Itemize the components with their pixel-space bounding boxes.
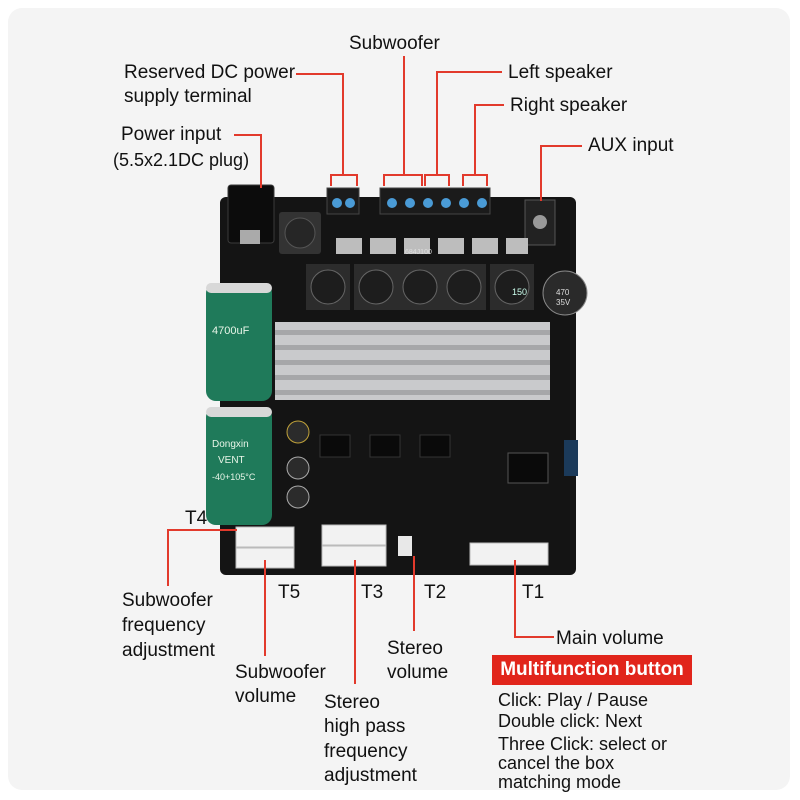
t1-leader xyxy=(514,560,516,637)
label-power-input-1: Power input xyxy=(121,124,222,145)
label-stereo-hp-1: Stereo xyxy=(324,692,380,713)
t4-leader xyxy=(167,529,237,531)
label-stereo-hp-3: frequency xyxy=(324,741,408,762)
label-reserved-dc-2: supply terminal xyxy=(124,86,252,107)
mf-click: Click: Play / Pause xyxy=(498,690,649,710)
inductor-label: 150 xyxy=(512,287,528,297)
cap-temp: -40+105°C xyxy=(212,472,256,482)
resistor-label: 684J100 xyxy=(405,249,432,256)
label-aux-input: AUX input xyxy=(588,135,674,156)
speaker-terminal-block xyxy=(379,187,491,215)
label-power-input-2: (5.5x2.1DC plug) xyxy=(113,150,250,170)
mf-three-click-2: cancel the box xyxy=(498,753,615,773)
mf-three-click-1: Three Click: select or xyxy=(498,734,668,754)
label-subwoofer: Subwoofer xyxy=(349,33,440,54)
subwoofer-leader xyxy=(403,56,405,174)
big-cap-label: 4700uF xyxy=(212,325,250,337)
t3-leader xyxy=(354,560,356,684)
connector-t3 xyxy=(321,524,387,546)
t2-leader xyxy=(413,556,415,631)
inductor-row xyxy=(306,264,534,310)
label-right-speaker: Right speaker xyxy=(510,95,628,116)
left-speaker-leader xyxy=(436,71,502,73)
label-t5: T5 xyxy=(278,582,301,603)
right-speaker-leader xyxy=(474,104,504,106)
small-capacitor xyxy=(542,270,588,316)
cap-vent: VENT xyxy=(218,455,245,466)
mf-three-click-3: matching mode xyxy=(498,772,622,792)
label-sub-freq-2: frequency xyxy=(122,615,206,636)
connector-t1 xyxy=(469,542,549,566)
label-stereo-vol-2: volume xyxy=(387,662,449,683)
resistor-row xyxy=(336,238,528,254)
mf-double-click: Double click: Next xyxy=(498,711,643,731)
cap-brand: Dongxin xyxy=(212,439,249,450)
label-stereo-hp-2: high pass xyxy=(324,716,406,737)
big-capacitor-bottom xyxy=(206,407,272,525)
small-cap-label: 470 xyxy=(556,288,570,297)
label-t1: T1 xyxy=(522,582,545,603)
reserved-dc-leader xyxy=(296,73,344,75)
subwoofer-terminal xyxy=(326,187,360,215)
label-sub-freq-3: adjustment xyxy=(122,640,215,661)
label-t4: T4 xyxy=(185,508,208,529)
label-t3: T3 xyxy=(361,582,384,603)
label-stereo-hp-4: adjustment xyxy=(324,765,417,786)
label-sub-freq-1: Subwoofer xyxy=(122,590,213,611)
heatsink xyxy=(275,322,550,400)
label-main-volume: Main volume xyxy=(556,628,664,649)
label-left-speaker: Left speaker xyxy=(508,62,613,83)
multifunction-button-part xyxy=(398,536,412,556)
label-sub-vol-2: volume xyxy=(235,686,297,707)
power-input-leader xyxy=(234,134,262,136)
aux-leader xyxy=(540,145,582,147)
label-reserved-dc-1: Reserved DC power xyxy=(124,62,296,83)
label-sub-vol-1: Subwoofer xyxy=(235,662,326,683)
t5-leader xyxy=(264,560,266,656)
label-stereo-vol-1: Stereo xyxy=(387,638,443,659)
connector-t4 xyxy=(235,526,295,548)
big-capacitor-top xyxy=(206,283,272,401)
label-t2: T2 xyxy=(424,582,447,603)
multifunction-button-title: Multifunction button xyxy=(492,655,692,685)
small-cap-voltage: 35V xyxy=(556,298,571,307)
bluetooth-chip xyxy=(507,452,549,484)
